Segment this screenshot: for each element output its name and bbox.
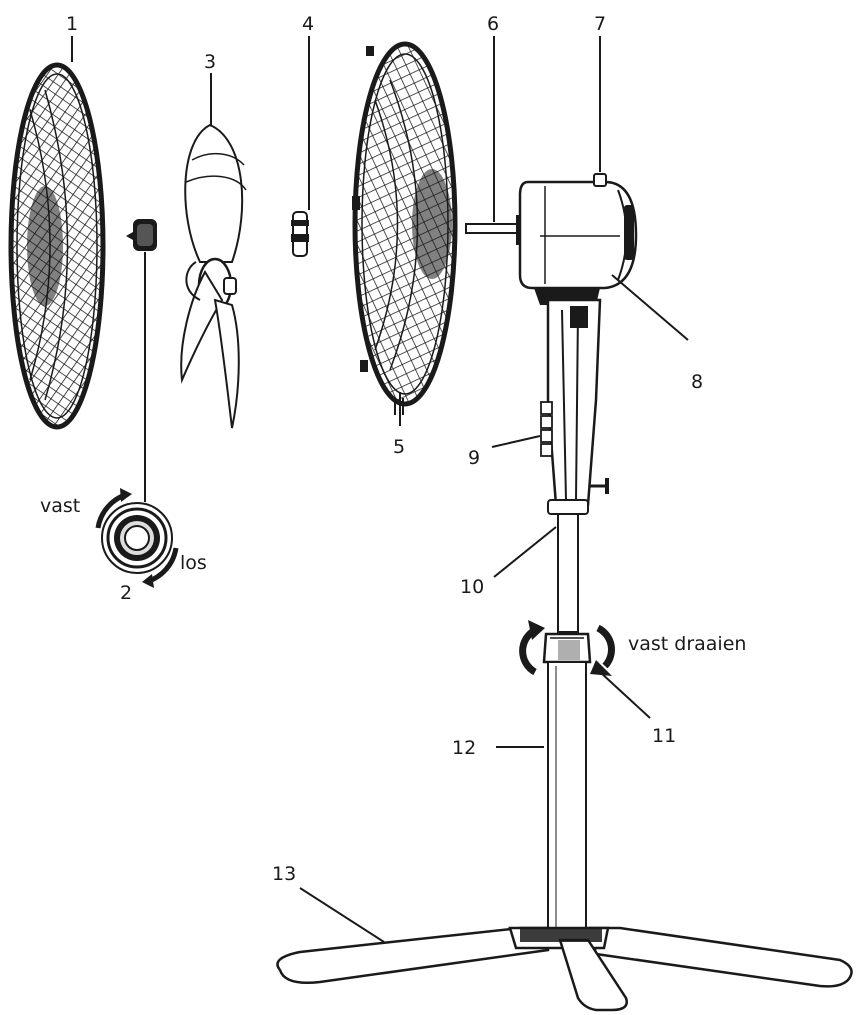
spinner-cap-front-view (101, 502, 173, 574)
loosen-label: los (180, 552, 207, 574)
inner-pole (557, 513, 579, 633)
tighten-arrow-icon (95, 488, 132, 529)
callout-9: 9 (468, 447, 480, 469)
callout-13: 13 (272, 863, 296, 885)
front-grille (8, 62, 106, 430)
callout-5: 5 (393, 436, 405, 458)
callout-line-10 (493, 526, 557, 578)
callout-2: 2 (120, 582, 132, 604)
motor-shaft (465, 36, 519, 234)
fan-base (276, 926, 853, 1012)
rear-grille (352, 41, 458, 415)
callout-7: 7 (594, 13, 606, 35)
callout-8: 8 (691, 371, 703, 393)
callout-3: 3 (204, 51, 216, 73)
rotate-left-arrow-icon (519, 620, 545, 676)
callout-line-8 (611, 274, 689, 341)
fan-blade (180, 123, 247, 429)
rear-grille-nut (291, 211, 309, 257)
callout-line-13 (299, 887, 385, 943)
blade-spinner-cap (126, 219, 157, 251)
callout-line-9 (491, 435, 541, 448)
callout-4: 4 (302, 13, 314, 35)
control-body (540, 298, 609, 515)
rotate-right-arrow-icon (590, 624, 615, 676)
callout-12: 12 (452, 737, 476, 759)
callout-10: 10 (460, 576, 484, 598)
height-lock-collar (542, 632, 592, 664)
outer-pole (547, 661, 587, 931)
callout-11: 11 (652, 725, 676, 747)
callout-6: 6 (487, 13, 499, 35)
callout-line-11 (599, 671, 651, 719)
tighten-label: vast (40, 495, 80, 517)
loosen-arrow-icon (142, 547, 179, 588)
motor-housing (516, 36, 638, 305)
callout-1: 1 (66, 13, 78, 35)
tighten-turn-label: vast draaien (628, 633, 746, 655)
